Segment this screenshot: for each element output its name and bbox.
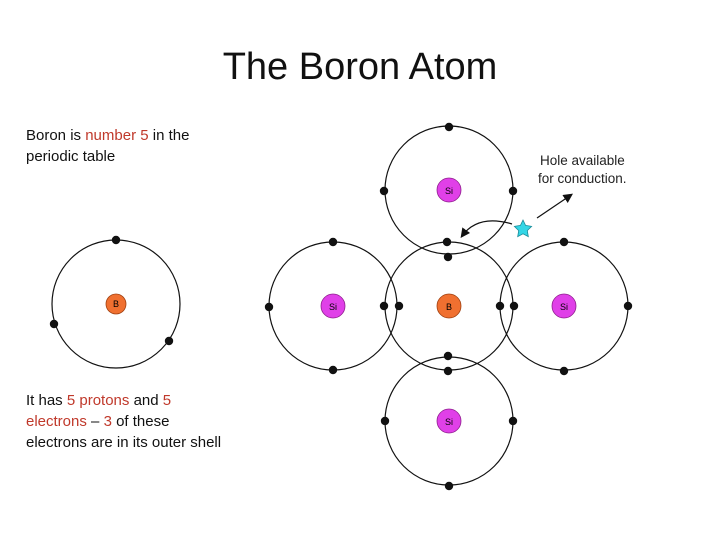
- arrow-hole-move: [460, 220, 513, 238]
- electron: [380, 416, 390, 426]
- electron: [379, 301, 389, 311]
- lattice-nuclei: Si Si B Si Si: [320, 177, 577, 434]
- boron-nucleus: [105, 293, 127, 315]
- desc-outer-count: 3: [103, 413, 112, 430]
- electron: [443, 351, 453, 361]
- electron: [264, 302, 274, 312]
- electron: [49, 319, 59, 329]
- electron: [328, 237, 338, 247]
- electron: [508, 186, 518, 196]
- desc-part2: and: [129, 392, 163, 409]
- electron: [509, 301, 519, 311]
- silicon-nucleus-left: [320, 293, 346, 319]
- lattice-electrons: [264, 122, 633, 491]
- hole-label-line2: for conduction.: [538, 171, 627, 186]
- silicon-label: Si: [329, 302, 337, 312]
- page-title: The Boron Atom: [222, 46, 498, 88]
- desc-part3: –: [86, 413, 104, 430]
- hole-label-line1: Hole available: [540, 153, 625, 168]
- boron-label: B: [113, 299, 119, 309]
- silicon-label: Si: [445, 417, 453, 427]
- electron: [559, 366, 569, 376]
- silicon-label: Si: [445, 186, 453, 196]
- electron: [111, 235, 121, 245]
- electron: [495, 301, 505, 311]
- single-boron-atom: B: [49, 235, 181, 369]
- electron: [328, 365, 338, 375]
- electron: [379, 186, 389, 196]
- electron: [623, 301, 633, 311]
- electron: [394, 301, 404, 311]
- hole-star-icon: [513, 219, 533, 238]
- silicon-nucleus-top: [436, 177, 462, 203]
- arrow-to-label: [536, 193, 573, 219]
- desc-protons: 5 protons: [66, 392, 130, 409]
- silicon-label: Si: [560, 302, 568, 312]
- silicon-nucleus-bottom: [436, 408, 462, 434]
- desc-part1: It has: [26, 392, 67, 409]
- electron: [508, 416, 518, 426]
- desc-electrons: 5 electrons: [26, 392, 172, 430]
- electron: [164, 336, 174, 346]
- intro-part2: in the periodic table: [26, 127, 190, 165]
- electron: [444, 122, 454, 132]
- silicon-nucleus-right: [551, 293, 577, 319]
- electron: [442, 237, 452, 247]
- electron: [444, 481, 454, 491]
- description-text: It has 5 protons and 5 electrons – 3 of …: [26, 390, 226, 453]
- intro-text: Boron is number 5 in the periodic table: [26, 125, 226, 167]
- electron: [443, 366, 453, 376]
- desc-part4: of these electrons are in its outer shel…: [26, 413, 222, 451]
- boron-nucleus-center: [436, 293, 462, 319]
- intro-part1: Boron is: [26, 127, 86, 144]
- electron: [559, 237, 569, 247]
- electron: [443, 252, 453, 262]
- intro-highlight: number 5: [85, 127, 149, 144]
- boron-center-label: B: [446, 302, 452, 312]
